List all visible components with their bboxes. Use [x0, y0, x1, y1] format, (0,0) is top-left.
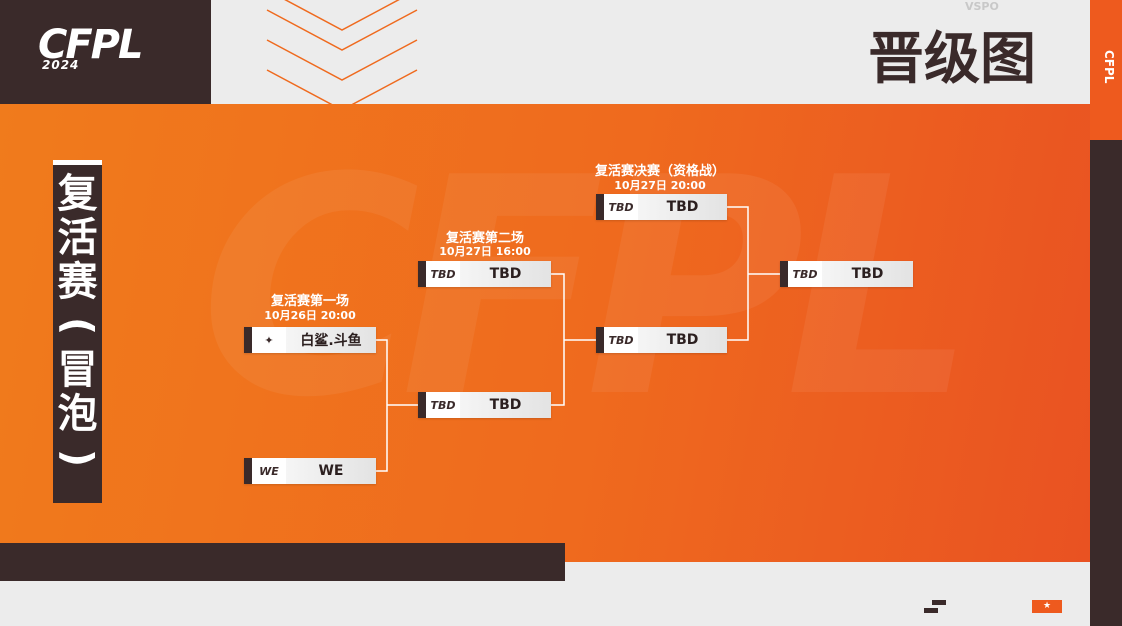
stage-title-box — [53, 160, 102, 503]
stage-title: 复 活 赛 ( 冒 泡 ) — [55, 171, 101, 480]
round-time: 10月27日 20:00 — [614, 179, 706, 192]
bottom-bar — [0, 543, 565, 581]
team-logo-icon: TBD — [426, 392, 460, 418]
watermark-logo: CFPL — [200, 114, 976, 463]
round-time: 10月26日 20:00 — [264, 309, 356, 322]
sponsor-logo: VSPO — [965, 0, 999, 13]
team-logo-icon: ✦ — [252, 327, 286, 353]
round-label: 复活赛第二场 — [445, 231, 524, 246]
page-title: 晋级图 — [868, 27, 1036, 92]
stage-title-char: 复 — [57, 171, 98, 217]
team-name-text: TBD — [666, 332, 699, 348]
right-strip-logo: CFPL — [1102, 50, 1116, 84]
team-name-text: WE — [318, 463, 344, 479]
logo-year: 2024 — [42, 58, 80, 72]
round-time: 10月27日 16:00 — [439, 245, 531, 258]
card-side — [596, 194, 604, 220]
match-card-final[interactable]: TBD TBD — [780, 261, 913, 287]
match-card-r3-top[interactable]: TBD TBD — [596, 194, 727, 220]
stage-title-char: 冒 — [57, 347, 98, 393]
team-name: 白鲨.斗鱼 — [286, 327, 376, 353]
stage-title-char: 赛 — [57, 259, 98, 305]
team-name: TBD — [638, 327, 727, 353]
round-label: 复活赛决赛（资格战） — [594, 164, 725, 179]
team-logo-icon: WE — [252, 458, 286, 484]
stage-title-char: 活 — [57, 215, 98, 261]
team-name-text: TBD — [666, 199, 699, 215]
footer-band — [0, 581, 1090, 626]
team-logo-icon: TBD — [426, 261, 460, 287]
card-side — [596, 327, 604, 353]
team-name: TBD — [460, 261, 551, 287]
flag-icon: ★ — [1032, 600, 1062, 613]
team-name: WE — [286, 458, 376, 484]
team-name: TBD — [638, 194, 727, 220]
team-name-text: TBD — [851, 266, 884, 282]
card-side — [418, 261, 426, 287]
logo-box — [0, 0, 211, 104]
match-card-r1-top[interactable]: ✦ 白鲨.斗鱼 — [244, 327, 376, 353]
team-name: TBD — [822, 261, 913, 287]
bracket-stage: CFPL — [0, 104, 1090, 562]
team-logo-icon: TBD — [604, 327, 638, 353]
chevron-decoration-icon — [266, 0, 418, 104]
team-logo-icon: TBD — [604, 194, 638, 220]
match-card-r3-bottom[interactable]: TBD TBD — [596, 327, 727, 353]
right-strip-accent — [1090, 0, 1122, 140]
card-side — [780, 261, 788, 287]
match-card-r2-top[interactable]: TBD TBD — [418, 261, 551, 287]
team-name-text: TBD — [489, 266, 522, 282]
card-side — [244, 327, 252, 353]
card-side — [244, 458, 252, 484]
stage-title-accent — [53, 160, 102, 165]
stage-title-char: 泡 — [57, 391, 98, 437]
card-side — [418, 392, 426, 418]
team-name: TBD — [460, 392, 551, 418]
pixel-icon — [924, 600, 946, 613]
team-logo-icon: TBD — [788, 261, 822, 287]
match-card-r2-bottom[interactable]: TBD TBD — [418, 392, 551, 418]
match-card-r1-bottom[interactable]: WE WE — [244, 458, 376, 484]
team-name-text: TBD — [489, 397, 522, 413]
cfpl-logo: CFPL — [38, 22, 143, 68]
round-label: 复活赛第一场 — [270, 294, 349, 309]
team-name-text: 白鲨.斗鱼 — [300, 333, 362, 349]
